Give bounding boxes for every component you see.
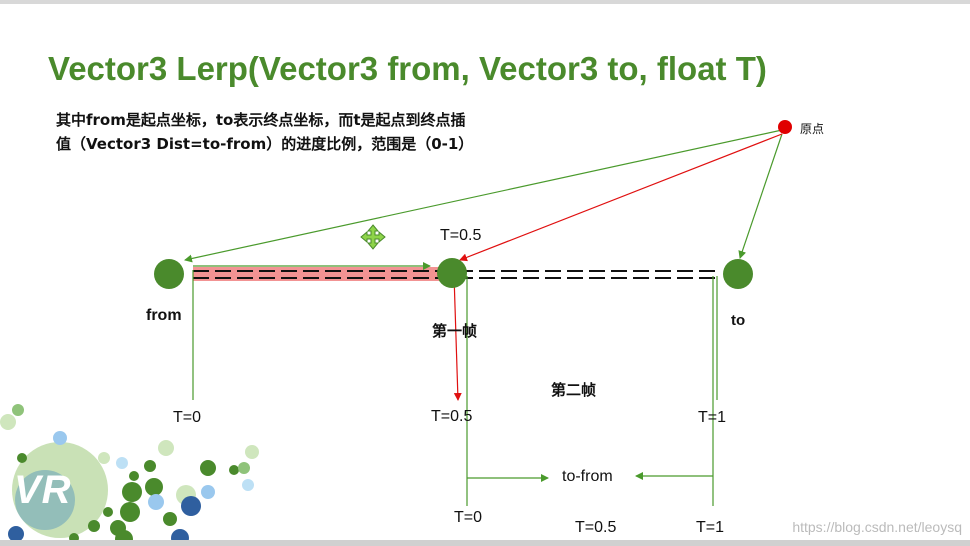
watermark: https://blog.csdn.net/leoysq [792, 519, 962, 535]
first-frame-label: 第一帧 [432, 322, 478, 340]
origin-node [778, 120, 792, 134]
bottom-border [0, 540, 970, 546]
description-line-2: 值（Vector3 Dist=to-from）的进度比例，范围是（0-1） [56, 135, 474, 153]
row2-t1-label: T=1 [696, 519, 725, 536]
origin-to-to-arrow [738, 133, 783, 259]
to-from-label: to-from [562, 468, 613, 485]
origin-label: 原点 [800, 122, 825, 136]
traveled-segment-highlight [193, 267, 455, 281]
guide-lines [192, 270, 718, 506]
row2-t05-label: T=0.5 [575, 519, 617, 536]
row1-t05-label: T=0.5 [431, 408, 473, 425]
row1-t1-label: T=1 [698, 409, 727, 426]
top-border [0, 0, 970, 4]
from-label: from [146, 307, 182, 324]
mid-node [437, 258, 467, 288]
slide-title: Vector3 Lerp(Vector3 from, Vector3 to, f… [48, 50, 767, 87]
logo-bubbles [0, 404, 259, 546]
description-line-1: 其中from是起点坐标，to表示终点坐标，而t是起点到终点插 [56, 111, 466, 129]
from-node [154, 259, 184, 289]
vr-logo: VR [14, 468, 72, 512]
second-frame-label: 第二帧 [551, 381, 597, 399]
origin-to-mid-arrow [459, 133, 783, 262]
to-node [723, 259, 753, 289]
row1-t0-label: T=0 [173, 409, 202, 426]
to-label: to [731, 312, 746, 329]
move-handle-icon[interactable] [360, 224, 386, 250]
mid-drop-arrow [453, 274, 462, 401]
origin-to-from-arrow [184, 129, 783, 263]
mid-t-label: T=0.5 [440, 227, 482, 244]
row2-t0-label: T=0 [454, 509, 483, 526]
